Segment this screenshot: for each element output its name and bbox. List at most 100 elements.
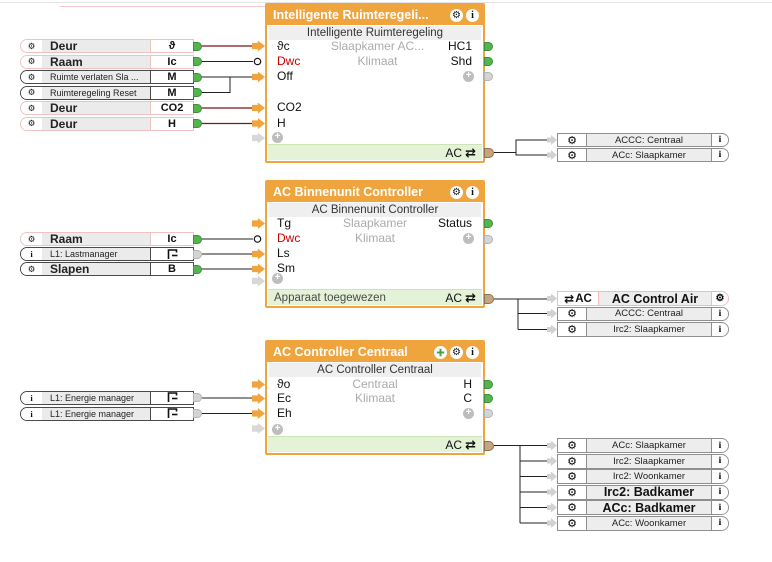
input-pill-lastmanager[interactable]: i L1: Lastmanager <box>20 247 194 261</box>
input-connector[interactable] <box>252 408 265 419</box>
input-connector[interactable] <box>252 71 265 83</box>
output-port-label[interactable]: Shd <box>450 54 472 68</box>
input-pill-ruimteregeling-reset[interactable]: ⚙ Ruimteregeling Reset M <box>20 85 194 100</box>
connector-out[interactable] <box>193 88 202 97</box>
input-pill-deur-co2[interactable]: ⚙ Deur CO2 <box>20 101 194 115</box>
block-title-bar[interactable]: Intelligente Ruimteregeli... ⚙ i <box>267 5 483 25</box>
block-title-bar[interactable]: AC Controller Centraal ⚙ i <box>267 342 483 362</box>
connector-out[interactable] <box>484 42 493 51</box>
output-port-label[interactable]: Status <box>437 216 472 230</box>
output-pill[interactable]: ⚙ ACc: Slaapkamer i <box>557 148 729 162</box>
add-output-button[interactable]: + <box>463 233 474 244</box>
connector-out[interactable] <box>484 219 493 228</box>
input-port-label[interactable]: Sm <box>277 261 295 275</box>
output-pill[interactable]: ⚙ ACc: Woonkamer i <box>557 515 729 531</box>
connector-out[interactable] <box>193 119 202 128</box>
input-connector[interactable] <box>252 218 265 229</box>
output-pill-connector[interactable] <box>547 293 557 304</box>
gear-icon[interactable]: ⚙ <box>450 185 463 199</box>
output-port-label[interactable]: H <box>463 377 472 391</box>
output-port-label[interactable]: C <box>463 391 472 405</box>
gear-icon[interactable]: ⚙ <box>450 345 463 359</box>
input-port-label[interactable]: Tg <box>277 216 292 230</box>
ac-connector-out[interactable] <box>484 147 494 158</box>
input-pill-slapen[interactable]: ⚙ Slapen B <box>20 262 194 276</box>
input-pill-energie-manager-2[interactable]: i L1: Energie manager <box>20 406 194 421</box>
output-pill-connector[interactable] <box>547 150 557 160</box>
ac-connector[interactable]: AC ⇄ <box>445 145 476 160</box>
input-connector[interactable] <box>252 393 265 404</box>
output-pill-connector[interactable] <box>547 308 557 319</box>
output-pill-connector[interactable] <box>547 487 557 497</box>
output-pill-ac-control-air[interactable]: ⇄AC AC Control Air ⚙ <box>557 291 729 306</box>
input-port-label[interactable]: Dwc <box>277 231 301 245</box>
output-pill-connector[interactable] <box>547 502 557 513</box>
connector-out[interactable] <box>193 72 202 82</box>
connector-out[interactable] <box>484 394 493 403</box>
output-pill[interactable]: ⚙ ACc: Badkamer i <box>557 500 729 515</box>
function-block-ac-binnenunit-controller[interactable]: AC Binnenunit Controller ⚙ i AC Binnenun… <box>265 180 485 308</box>
input-pill-raam-2[interactable]: ⚙ Raam Ic <box>20 232 194 246</box>
output-pill[interactable]: ⚙ Irc2: Slaapkamer i <box>557 453 729 469</box>
connector-out[interactable] <box>193 234 202 244</box>
gear-icon[interactable]: ⚙ <box>450 8 463 22</box>
input-port-label[interactable]: Eh <box>277 406 292 420</box>
output-pill[interactable]: ⚙ ACCC: Centraal i <box>557 306 729 321</box>
info-icon[interactable]: i <box>711 470 728 483</box>
output-pill[interactable]: ⚙ Irc2: Woonkamer i <box>557 469 729 484</box>
info-icon[interactable]: i <box>711 323 728 336</box>
info-icon[interactable]: i <box>466 185 479 199</box>
ac-connector[interactable]: AC ⇄ <box>445 437 476 452</box>
gear-icon[interactable]: ⚙ <box>711 292 728 305</box>
info-icon[interactable]: i <box>711 516 728 530</box>
connector-out[interactable] <box>193 249 202 259</box>
output-pill[interactable]: ⚙ Irc2: Badkamer i <box>557 484 729 500</box>
add-input-button[interactable]: + <box>272 424 283 435</box>
info-icon[interactable]: i <box>711 501 728 514</box>
connector-out[interactable] <box>193 264 202 274</box>
input-connector[interactable] <box>252 248 265 260</box>
connector-out[interactable] <box>193 57 202 66</box>
info-icon[interactable]: i <box>711 134 728 146</box>
info-icon[interactable]: i <box>466 345 479 359</box>
info-icon[interactable]: i <box>466 8 479 22</box>
info-icon[interactable]: i <box>711 149 728 161</box>
ac-connector[interactable]: AC ⇄ <box>445 290 476 305</box>
input-pill-ruimte-verlaten[interactable]: ⚙ Ruimte verlaten Sla ... M <box>20 70 194 84</box>
input-port-label[interactable]: CO2 <box>277 100 302 114</box>
ac-connector-out[interactable] <box>484 294 494 304</box>
output-port-label[interactable]: HC1 <box>447 39 472 53</box>
block-title-bar[interactable]: AC Binnenunit Controller ⚙ i <box>267 182 483 202</box>
input-connector[interactable] <box>252 118 265 129</box>
output-pill[interactable]: ⚙ ACc: Slaapkamer i <box>557 438 729 453</box>
input-port-label[interactable]: Dwc <box>277 54 301 68</box>
input-pill-energie-manager-1[interactable]: i L1: Energie manager <box>20 390 194 405</box>
add-input-button[interactable]: + <box>272 132 283 143</box>
input-connector[interactable] <box>252 102 265 114</box>
input-port-label[interactable]: ϑc <box>277 39 290 53</box>
input-port-label[interactable]: H <box>277 116 286 130</box>
info-icon[interactable]: i <box>711 485 728 499</box>
add-output-button[interactable]: + <box>463 71 474 82</box>
connector-out[interactable] <box>484 57 493 66</box>
output-pill-connector[interactable] <box>547 440 557 451</box>
input-pill-raam[interactable]: ⚙ Raam Ic <box>20 54 194 69</box>
ac-connector-out[interactable] <box>484 440 494 451</box>
connector-out[interactable] <box>193 41 202 51</box>
output-pill-connector[interactable] <box>547 135 557 145</box>
connector-out[interactable] <box>193 103 202 113</box>
function-block-intelligente-ruimteregeling[interactable]: Intelligente Ruimteregeli... ⚙ i Intelli… <box>265 3 485 163</box>
output-pill-connector[interactable] <box>547 324 557 335</box>
input-connector[interactable] <box>252 379 265 390</box>
input-port-label[interactable]: ϑo <box>277 377 291 391</box>
function-block-ac-controller-centraal[interactable]: AC Controller Centraal ⚙ i AC Controller… <box>265 340 485 455</box>
move-icon[interactable] <box>434 345 447 359</box>
connector-out[interactable] <box>193 409 202 418</box>
output-pill[interactable]: ⚙ Irc2: Slaapkamer i <box>557 322 729 337</box>
output-pill-connector[interactable] <box>547 518 557 528</box>
output-pill-connector[interactable] <box>547 456 557 466</box>
connector-out[interactable] <box>484 380 493 389</box>
output-pill-connector[interactable] <box>547 471 557 482</box>
input-connector[interactable] <box>252 263 265 275</box>
input-port-label[interactable]: Ls <box>277 246 290 260</box>
